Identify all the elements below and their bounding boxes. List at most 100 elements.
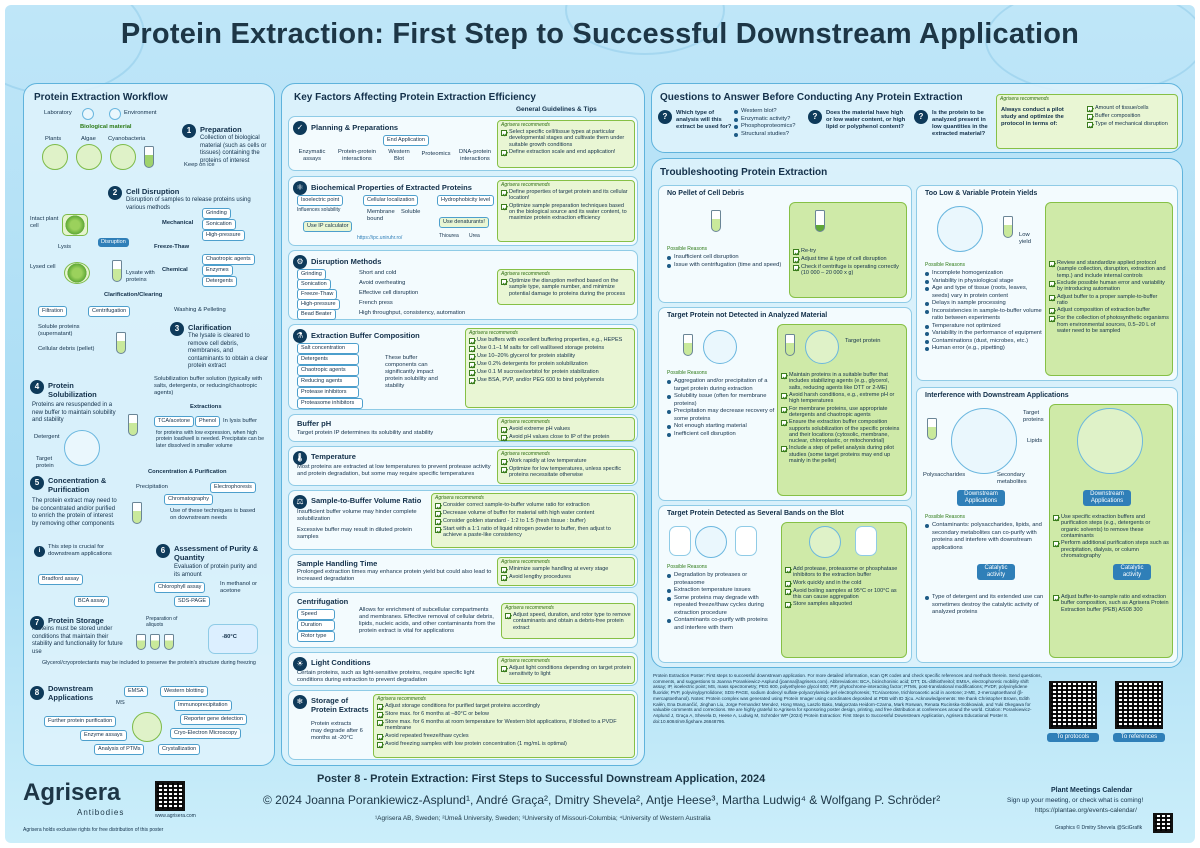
- qr-protocols-label[interactable]: To protocols: [1047, 733, 1099, 743]
- check-icon: [1049, 280, 1055, 287]
- ptm-tag: Analysis of PTMs: [94, 744, 145, 755]
- storage-rec: Agrisera recommends Adjust storage condi…: [373, 694, 635, 758]
- phenol-tag: Phenol: [195, 416, 221, 427]
- glycerol-note: Glycerol/cryoprotectants may be included…: [42, 660, 256, 666]
- buffer-composition-title: Extraction Buffer Composition: [311, 331, 420, 340]
- debris-label: Cellular debris (pellet): [38, 346, 95, 352]
- blot-icon: [735, 526, 757, 556]
- qr-agrisera[interactable]: [155, 781, 185, 811]
- interference-title: Interference with Downstream Application…: [925, 392, 1069, 399]
- sonication-tag: Sonication: [202, 219, 236, 230]
- step-1-number: 1: [182, 124, 196, 138]
- check-icon: [781, 406, 787, 413]
- target-proteins-label: Target proteins: [1023, 410, 1044, 424]
- no-target-icon: [703, 330, 737, 364]
- step-7-number: 7: [30, 616, 44, 630]
- check-icon: [1049, 294, 1055, 301]
- detergents-tag: Detergents: [202, 276, 237, 287]
- qr-protocols[interactable]: [1049, 681, 1097, 729]
- solution: Review and standardize applied protocol …: [1057, 260, 1166, 279]
- rec-text: Define extraction scale and end applicat…: [509, 148, 616, 155]
- check-icon: [469, 370, 475, 376]
- soluble-label: Soluble: [401, 209, 421, 215]
- in-lysis-buffer-label: In lysis buffer: [223, 418, 258, 424]
- centrifugation-section: Centrifugation Speed Duration Rotor type…: [288, 592, 638, 648]
- rec-header: Agrisera recommends: [501, 271, 550, 277]
- isoelectric-tag: Isoelectric point: [297, 195, 344, 206]
- laboratory-label: Laboratory: [44, 110, 72, 116]
- thiourea-label: Thiourea: [439, 233, 459, 239]
- qr-plantae[interactable]: [1153, 813, 1173, 833]
- pilot-study-text: Always conduct a pilot study and optimiz…: [1001, 107, 1064, 128]
- check-icon: [785, 588, 791, 595]
- solution: Add protease, proteasome or phosphatase …: [793, 566, 898, 579]
- proteasome-tag: Proteasome inhibitors: [297, 398, 363, 409]
- possible-reasons-label: Possible Reasons: [667, 564, 708, 570]
- check-icon: [501, 435, 507, 441]
- step-5-number: 5: [30, 476, 44, 490]
- lysis-label: Lysis: [58, 244, 71, 250]
- washing-pelleting-label: Washing & Pelleting: [174, 307, 226, 313]
- ipc-link[interactable]: https://ipc.uniruhr.ro/: [357, 235, 403, 241]
- qr-references[interactable]: [1115, 681, 1163, 729]
- reason: Inconsistencies in sample-to-buffer volu…: [925, 308, 1043, 323]
- reason: Issue with centrifugation (time and spee…: [667, 262, 785, 270]
- solution: Re-try: [801, 248, 816, 254]
- step-3-desc: The lysate is cleared to remove cell deb…: [188, 333, 269, 369]
- plant-meetings-link[interactable]: https://plantae.org/events-calendar/: [1035, 807, 1137, 814]
- check-icon: [1053, 541, 1059, 548]
- biochemical-rec: Agrisera recommends Define properties of…: [497, 180, 635, 242]
- rec-text: Optimize for low temperatures, unless sp…: [509, 466, 622, 479]
- low-yield-reasons: Incomplete homogenization Variability in…: [925, 270, 1043, 353]
- step-2-desc: Disruption of samples to release protein…: [126, 197, 251, 211]
- cells-icon: [937, 206, 983, 252]
- mechanical-label: Mechanical: [162, 220, 194, 226]
- questions-rec: Agrisera recommends Always conduct a pil…: [996, 94, 1178, 149]
- target-protein-label: Target protein: [845, 338, 881, 344]
- reason: Degradation by proteases or proteasome: [667, 572, 779, 587]
- plant-meetings-title: Plant Meetings Calendar: [1051, 787, 1133, 794]
- blender-icon: ⚙: [293, 255, 307, 269]
- solution: Ensure the extraction buffer composition…: [789, 419, 900, 445]
- check-icon: [505, 613, 511, 619]
- agrisera-logo: Agrisera: [23, 779, 121, 806]
- notes-text: Protein Extraction Poster: First steps t…: [653, 673, 1042, 724]
- authors: © 2024 Joanna Porankiewicz-Asplund¹, And…: [263, 793, 941, 807]
- rec-header: Agrisera recommends: [469, 330, 518, 336]
- tube-no-pellet-icon: [711, 210, 721, 232]
- handling-title: Sample Handling Time: [297, 559, 378, 568]
- reason: Age and type of tissue (roots, leaves, s…: [925, 285, 1043, 300]
- several-bands-box: Target Protein Detected as Several Bands…: [658, 505, 912, 663]
- reason: Contaminations (dust, microbes, etc.): [925, 338, 1043, 346]
- duration-tag: Duration: [297, 620, 335, 631]
- plants-label: Plants: [45, 136, 62, 142]
- solution: Use specific extraction buffers and puri…: [1061, 514, 1151, 539]
- qr-references-label[interactable]: To references: [1113, 733, 1165, 743]
- check-icon: [469, 346, 475, 352]
- protease-tag: Protease inhibitors: [297, 387, 359, 398]
- biochemical-section: ⚛ Biochemical Properties of Extracted Pr…: [288, 176, 638, 246]
- poster-subtitle: Poster 8 - Protein Extraction: First Ste…: [317, 773, 766, 785]
- check-icon: [501, 149, 507, 156]
- freezer-temp: -80°C: [222, 634, 237, 640]
- interference-box: Interference with Downstream Application…: [916, 387, 1178, 663]
- reporter-tag: Reporter gene detection: [180, 714, 248, 725]
- blot-icon: [669, 526, 691, 556]
- grinding-desc: Short and cold: [359, 270, 397, 276]
- check-icon: [1053, 595, 1059, 601]
- step-2-number: 2: [108, 186, 122, 200]
- agrisera-www[interactable]: www.agrisera.com: [155, 813, 196, 819]
- lightbulb-icon: ☀: [293, 657, 307, 671]
- step-7-desc: Proteins must be stored under conditions…: [32, 626, 123, 655]
- solution: Avoid boiling samples at 95°C or 100°C a…: [793, 587, 897, 600]
- bead-desc: High throughput, consistency, automation: [359, 310, 466, 316]
- reason: Not enough starting material: [667, 423, 775, 431]
- check-icon: [501, 427, 507, 433]
- check-icon: [501, 567, 507, 573]
- ms-label: MS: [116, 700, 125, 706]
- ratio-desc-2: Excessive buffer may result in diluted p…: [297, 527, 412, 541]
- conc-purif-label: Concentration & Purification: [148, 469, 227, 475]
- rec-header: Agrisera recommends: [501, 122, 550, 128]
- check-icon: [1087, 122, 1093, 128]
- bca-tag: BCA assay: [74, 596, 109, 607]
